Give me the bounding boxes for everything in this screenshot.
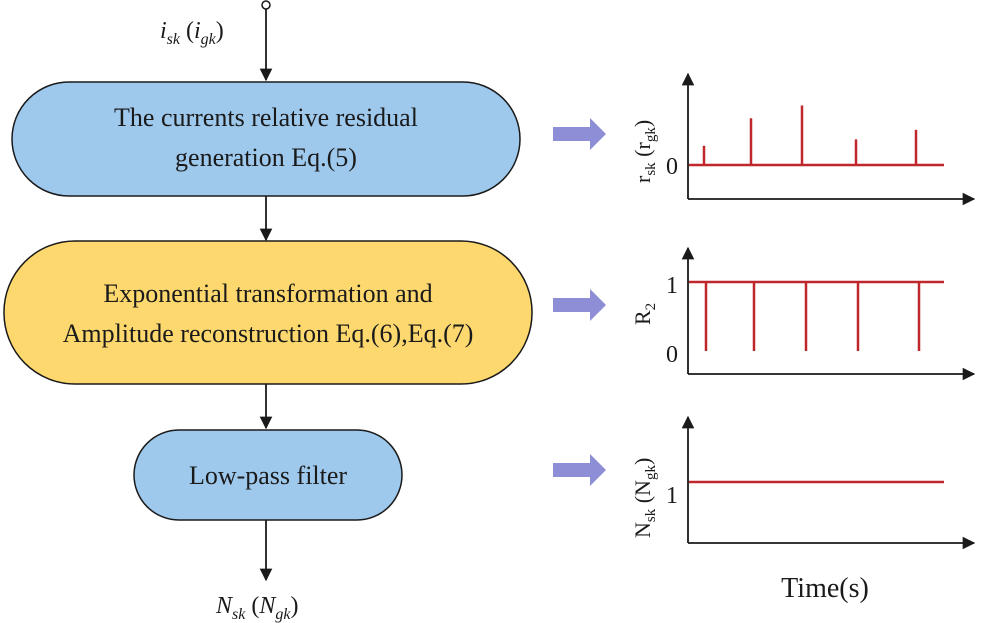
block-exponential-transformation [3, 240, 533, 385]
plot3-tick-1: 1 [666, 483, 678, 509]
block-low-pass-filter-label: Low-pass filter [189, 461, 347, 490]
input-terminal [261, 0, 271, 10]
transfer-arrow-2 [553, 289, 606, 321]
plot1-spikes [702, 105, 918, 165]
block-residual-generation-line2: generation Eq.(5) [175, 143, 357, 172]
plot2-tick-1: 1 [666, 273, 678, 299]
plot1-ylabel: rsk (rgk) [630, 120, 659, 183]
block-exponential-transformation-line2: Amplitude reconstruction Eq.(6),Eq.(7) [63, 319, 474, 348]
output-label: Nsk (Ngk) [215, 593, 298, 623]
block-exponential-transformation-line1: Exponential transformation and [103, 279, 432, 308]
plot1-tick-0: 0 [666, 154, 678, 180]
block-residual-generation-line1: The currents relative residual [114, 103, 418, 132]
plot2-dips [704, 282, 921, 351]
block-low-pass-filter [133, 429, 403, 521]
time-axis-label: Time(s) [781, 573, 869, 604]
plot2-ylabel: R2 [630, 303, 659, 325]
transfer-arrow-1 [553, 118, 606, 150]
plot2-tick-0: 0 [666, 342, 678, 368]
block-residual-generation [11, 81, 521, 197]
input-label: isk (igk) [160, 18, 224, 48]
transfer-arrow-3 [553, 454, 606, 486]
plot3-ylabel: Nsk (Ngk) [630, 458, 659, 538]
